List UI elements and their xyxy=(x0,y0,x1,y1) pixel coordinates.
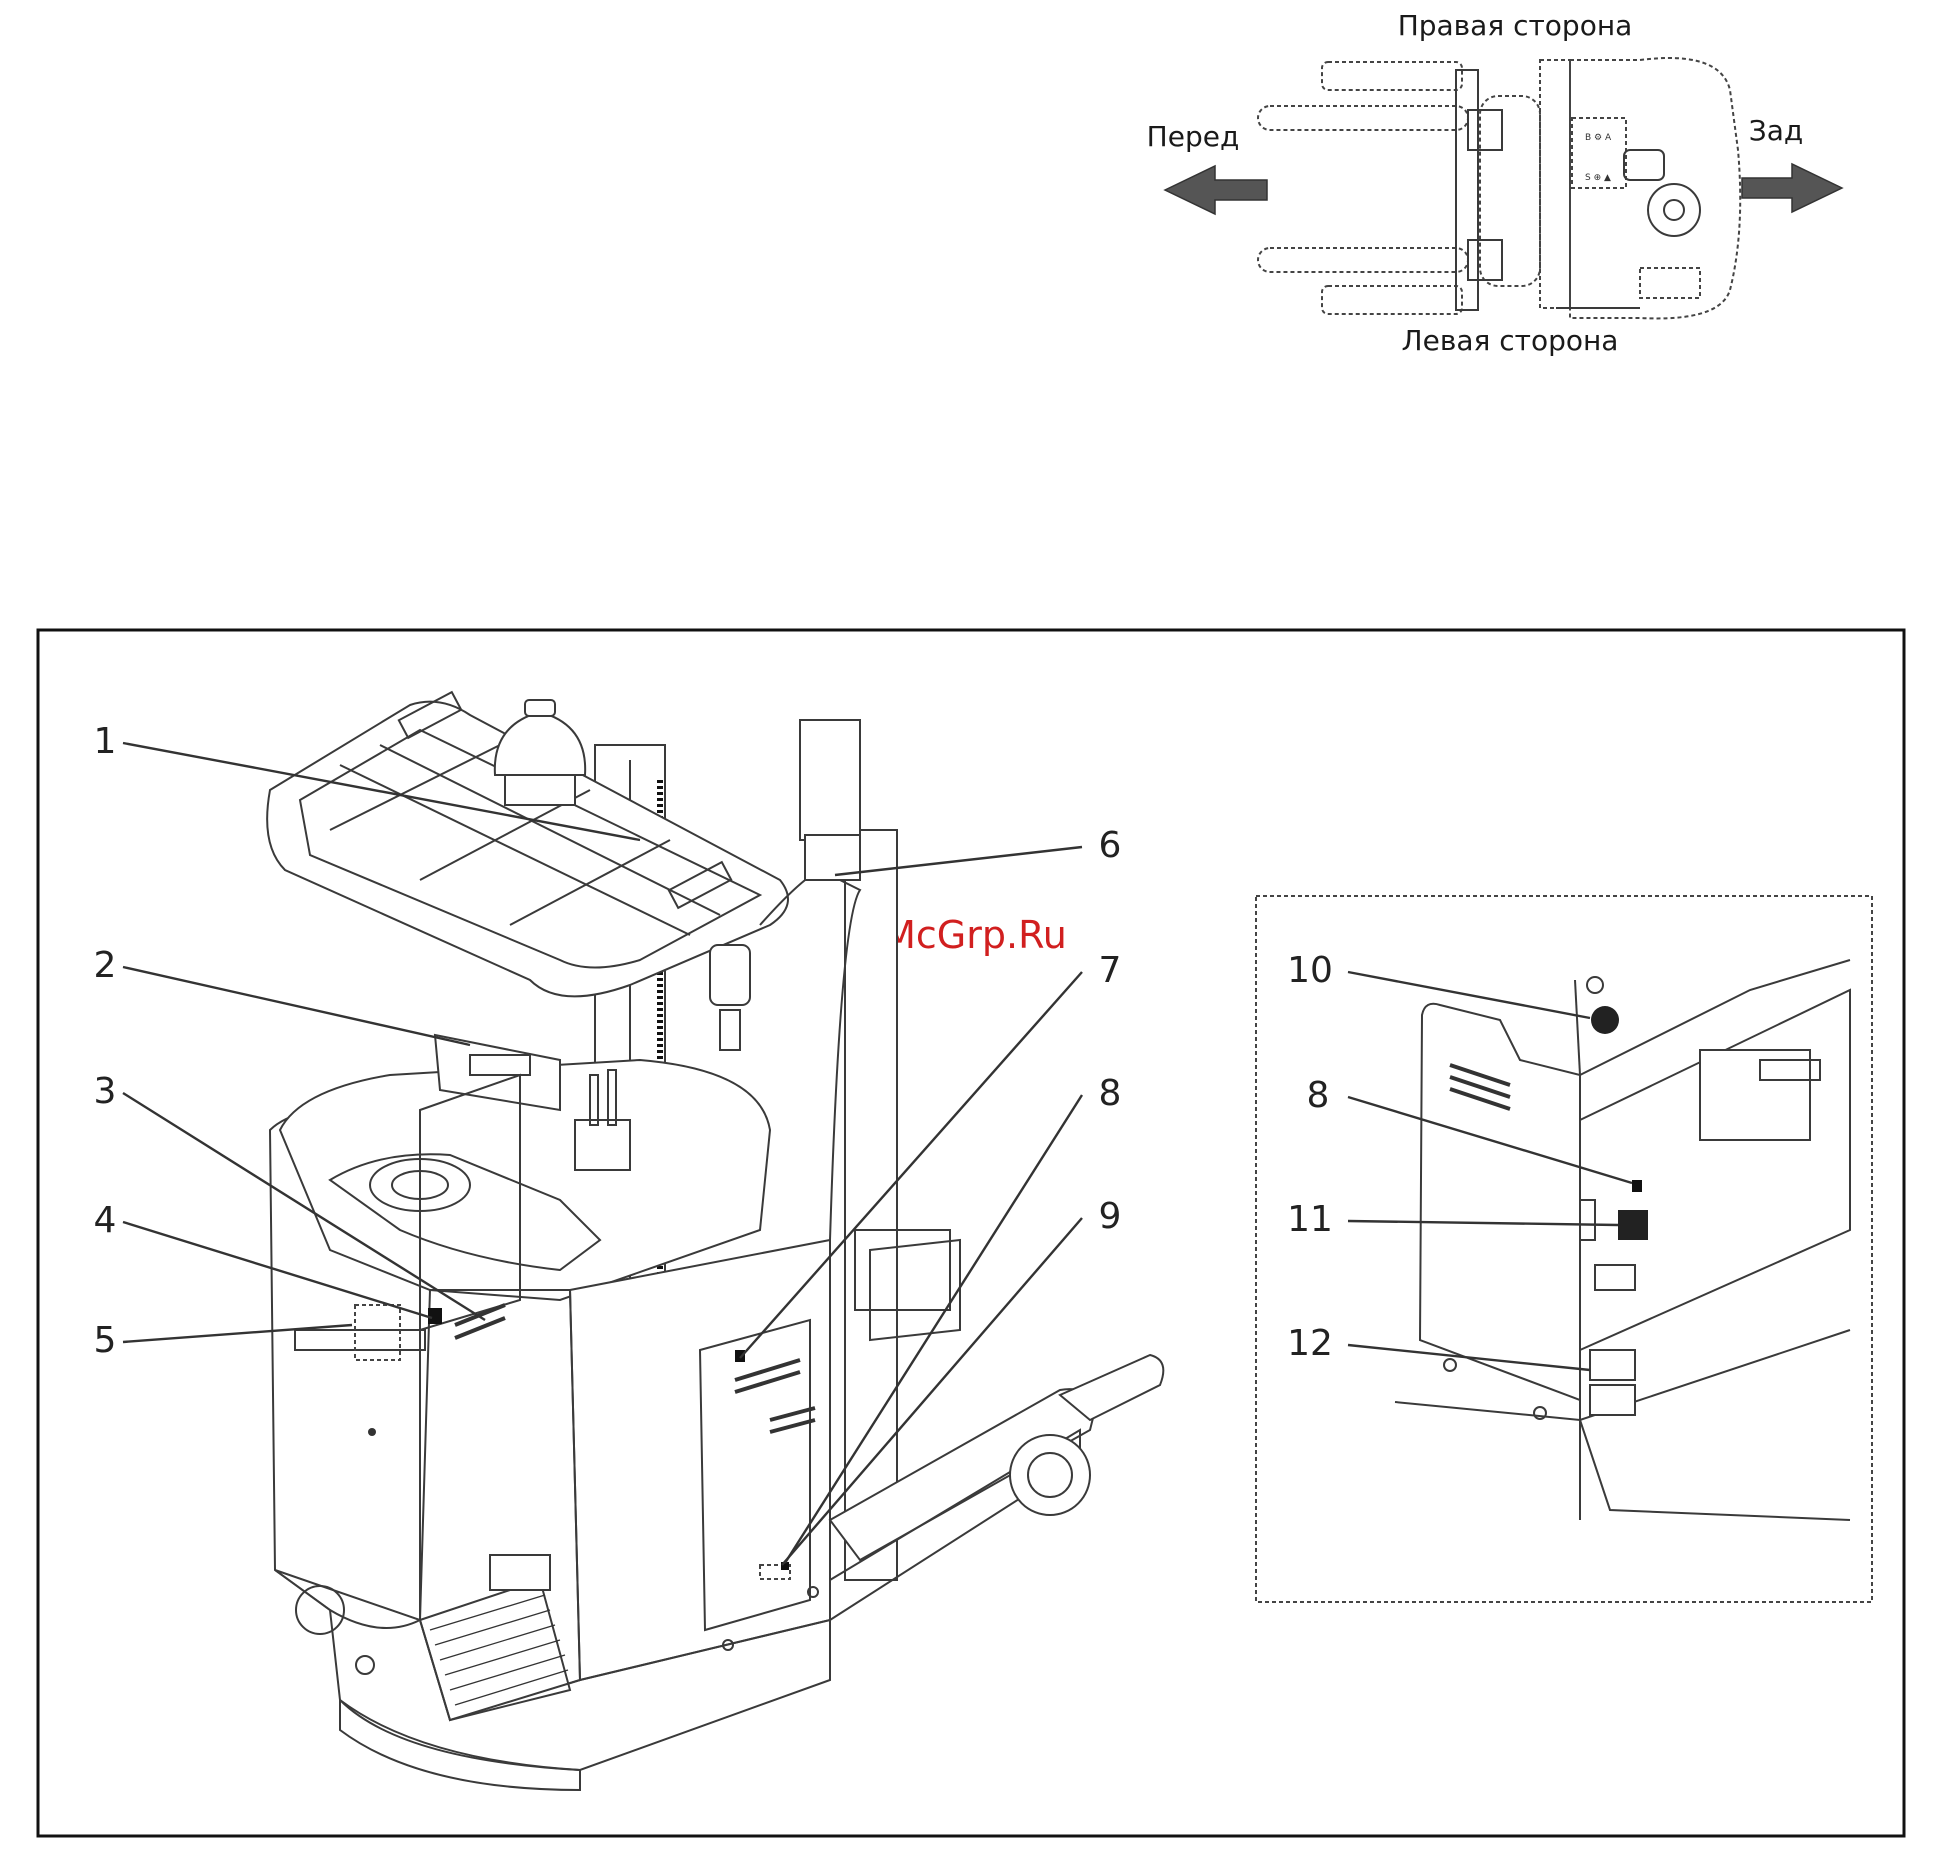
callout-8: 8 xyxy=(1099,1073,1122,1114)
callout-3: 3 xyxy=(94,1071,117,1112)
callout-10: 10 xyxy=(1287,950,1333,991)
svg-text:B ⚙ A: B ⚙ A xyxy=(1585,133,1612,143)
reach-truck-illustration xyxy=(267,692,1163,1790)
callout-8-inset: 8 xyxy=(1307,1075,1330,1116)
callout-1: 1 xyxy=(94,721,117,762)
callout-2: 2 xyxy=(94,945,117,986)
front-arrow-icon xyxy=(1165,166,1267,214)
front-label: Перед xyxy=(1147,120,1240,153)
rear-arrow-icon xyxy=(1742,164,1842,212)
callout-11: 11 xyxy=(1287,1199,1333,1240)
orientation-diagram: Правая сторона Левая сторона Перед Зад xyxy=(1147,9,1842,357)
svg-text:S ⊕ ▲: S ⊕ ▲ xyxy=(1585,173,1611,183)
left-side-label: Левая сторона xyxy=(1402,324,1619,357)
right-side-label: Правая сторона xyxy=(1398,9,1633,42)
callout-6: 6 xyxy=(1099,825,1122,866)
forklift-top-view: B ⚙ A S ⊕ ▲ xyxy=(1258,58,1740,318)
watermark: McGrp.Ru xyxy=(883,913,1067,957)
rear-label: Зад xyxy=(1749,114,1803,147)
callout-9: 9 xyxy=(1099,1196,1122,1237)
callout-4: 4 xyxy=(94,1200,117,1241)
callout-12: 12 xyxy=(1287,1323,1333,1364)
detail-inset xyxy=(1256,896,1872,1602)
callout-5: 5 xyxy=(94,1320,117,1361)
callout-7: 7 xyxy=(1099,950,1122,991)
